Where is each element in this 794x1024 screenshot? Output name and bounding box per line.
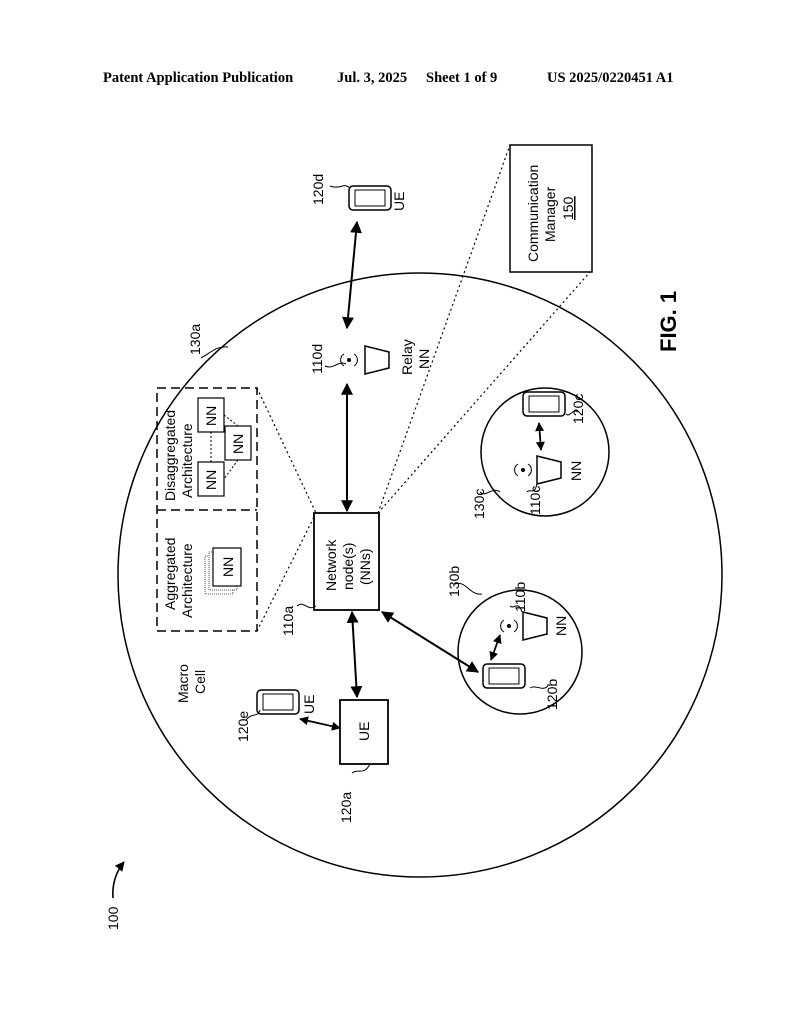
ref-130c: 130c — [471, 489, 487, 519]
ref-130a: 130a — [187, 324, 203, 355]
network-node-label: node(s) — [340, 543, 356, 590]
ref-110b: 110b — [512, 582, 528, 612]
link-ue120a-ue120e — [299, 716, 341, 731]
network-node-label: Network — [323, 539, 339, 591]
ue-box-120a — [339, 699, 389, 765]
leader-line — [479, 489, 501, 495]
ue-label: UE — [301, 695, 317, 714]
ue-label: UE — [356, 722, 372, 741]
ref-120b: 120b — [544, 679, 560, 710]
link-nn110b-ue120b — [489, 634, 502, 661]
leader-line — [245, 709, 261, 721]
ue-label: UE — [391, 192, 407, 211]
nn-label: NN — [220, 557, 236, 577]
nn-label: NN — [203, 470, 219, 490]
antenna-icon — [500, 611, 548, 641]
disaggregated-label: Architecture — [179, 423, 195, 498]
leader-line — [509, 605, 523, 613]
antenna-icon — [340, 345, 390, 375]
relay-nn-label: NN — [416, 349, 432, 369]
projection-line — [256, 512, 317, 632]
leader-line — [454, 582, 483, 595]
projection-line — [256, 387, 317, 514]
ref-150: 150 — [560, 196, 576, 220]
ref-130b: 130b — [446, 566, 462, 597]
projection-line — [377, 271, 591, 514]
sheet-number: Sheet 1 of 9 — [426, 70, 498, 86]
relay-nn-label: Relay — [399, 339, 415, 375]
ref-110a: 110a — [280, 606, 296, 636]
figure-reference-arrow — [112, 861, 125, 899]
antenna-icon — [514, 455, 562, 485]
small-cell-130c — [480, 387, 610, 517]
leader-line — [565, 410, 579, 416]
phone-icon — [482, 663, 526, 689]
leader-line — [296, 603, 317, 609]
macro-cell-label: Macro — [175, 664, 191, 703]
communication-manager-box — [509, 144, 593, 273]
projection-line — [377, 144, 511, 514]
ref-120c: 120c — [570, 394, 586, 424]
ref-120a: 120a — [338, 792, 354, 823]
disaggregated-nn-3 — [197, 461, 225, 497]
ref-110d: 110d — [309, 344, 325, 374]
ref-100: 100 — [105, 906, 121, 930]
leader-line — [526, 483, 538, 493]
network-node-label: (NNs) — [357, 548, 373, 585]
macro-cell-boundary — [117, 272, 723, 878]
link-nn-ue120b — [380, 611, 480, 673]
nn-label: NN — [568, 461, 584, 481]
ref-110c: 110c — [527, 486, 543, 515]
publication-number: US 2025/0220451 A1 — [547, 70, 674, 86]
link-nn-ue120a — [346, 610, 363, 699]
page-header: Patent Application Publication Jul. 3, 2… — [0, 70, 794, 90]
phone-icon — [522, 391, 566, 417]
disaggregated-nn-2 — [224, 425, 252, 461]
ref-120e: 120e — [235, 711, 251, 742]
nn-label: NN — [203, 406, 219, 426]
aggregated-nn-stack — [204, 547, 242, 595]
phone-icon — [256, 689, 300, 715]
macro-cell-label: Cell — [192, 670, 208, 694]
publication-date: Jul. 3, 2025 — [337, 70, 408, 86]
link-relay-ue120d — [342, 220, 362, 330]
disaggregated-link — [223, 459, 239, 480]
ref-120d: 120d — [310, 174, 326, 205]
aggregated-label: Architecture — [179, 543, 195, 618]
disaggregated-link — [223, 414, 239, 427]
nn-label: NN — [553, 616, 569, 636]
communication-manager-label: Manager — [542, 186, 558, 242]
leader-line — [200, 346, 229, 359]
network-node-box — [313, 512, 380, 611]
aggregated-label: Aggregated — [162, 538, 178, 610]
leader-line — [351, 763, 371, 774]
leader-line — [529, 685, 549, 689]
leader-line — [324, 362, 347, 368]
phone-icon — [348, 185, 392, 211]
link-nn110c-ue120c — [535, 422, 545, 451]
leader-line — [329, 185, 351, 189]
communication-manager-label: Communication — [525, 165, 541, 262]
disaggregated-label: Disaggregated — [162, 410, 178, 501]
fig-label: FIG. 1 — [656, 291, 681, 352]
publication-label: Patent Application Publication — [103, 70, 294, 86]
nn-label: NN — [230, 434, 246, 454]
